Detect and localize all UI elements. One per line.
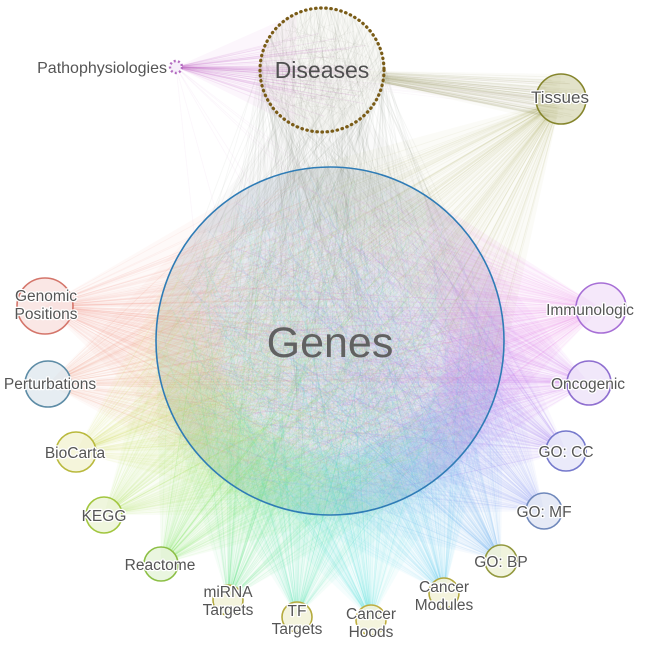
- edge-bundle-reactome: [161, 173, 494, 560]
- label-biocarta: BioCarta: [45, 445, 106, 462]
- edge-bundle-perturbations: [64, 176, 482, 509]
- haze-wedge: [333, 304, 544, 515]
- haze-wedge: [104, 296, 330, 515]
- node-tissues[interactable]: [535, 73, 587, 125]
- edge-bundle-mirna_targets: [162, 177, 487, 593]
- label-mirna_targets: miRNA: [203, 584, 253, 601]
- label-genes: Genes: [267, 319, 394, 367]
- edge-bundle-tissues: [169, 106, 556, 498]
- node-diseases[interactable]: [258, 6, 386, 134]
- edge-bundle-immunologic: [162, 185, 584, 496]
- label-layer: Genes Diseases PathophysiologiesTissuesGen…: [3, 57, 636, 642]
- haze-wedge: [163, 392, 417, 600]
- label-cancer_hoods: Cancer: [346, 606, 396, 623]
- edge-bundle-pathophysiologies: [176, 70, 452, 496]
- haze-wedge: [423, 194, 601, 461]
- label-reactome: Reactome: [125, 557, 196, 574]
- node-tf_targets[interactable]: [281, 601, 313, 633]
- haze-wedge: [182, 433, 452, 617]
- node-cancer_hoods[interactable]: [355, 604, 387, 636]
- label-genomic_positions: Genomic: [15, 288, 77, 305]
- node-go_bp[interactable]: [484, 544, 518, 578]
- edge-bundle-cancer_hoods: [170, 184, 493, 609]
- haze-wedge: [156, 344, 374, 564]
- haze-wedge: [210, 427, 482, 620]
- label-go_cc: GO: CC: [538, 444, 593, 461]
- haze-wedge: [322, 70, 562, 124]
- label-mirna_targets: Targets: [203, 602, 254, 619]
- node-layer: [16, 6, 627, 636]
- haze-wedge: [45, 190, 243, 466]
- edge-bundle-go_cc: [177, 184, 557, 502]
- label-oncogenic: Oncogenic: [551, 376, 625, 393]
- label-cancer_modules: Modules: [415, 597, 474, 614]
- label-perturbations: Perturbations: [4, 376, 96, 393]
- edge-bundle-go_mf: [179, 186, 540, 511]
- edge-bundle-biocarta: [85, 200, 498, 505]
- node-biocarta[interactable]: [55, 431, 97, 473]
- label-cancer_hoods: Hoods: [349, 624, 394, 641]
- label-go_bp: GO: BP: [474, 554, 527, 571]
- node-genes[interactable]: [155, 166, 505, 516]
- node-go_cc[interactable]: [545, 430, 587, 472]
- genes-circle-fill: [156, 167, 504, 515]
- edge-bundle-oncogenic: [175, 186, 575, 509]
- node-reactome[interactable]: [143, 546, 179, 582]
- label-tf_targets: Targets: [272, 621, 323, 638]
- haze-wedge: [76, 260, 285, 509]
- haze-wedge: [48, 220, 246, 494]
- node-mirna_targets[interactable]: [212, 584, 244, 616]
- label-tissues: Tissues: [531, 88, 589, 107]
- haze-wedge: [289, 343, 504, 561]
- haze-layer: [45, 13, 601, 620]
- edge-bundle-cancer_modules: [166, 193, 493, 587]
- label-kegg: KEGG: [82, 508, 127, 525]
- node-genomic_positions[interactable]: [16, 277, 74, 335]
- node-cancer_modules[interactable]: [428, 577, 460, 609]
- edge-bundle-tf_targets: [161, 181, 481, 606]
- haze-wedge: [251, 385, 499, 593]
- label-go_mf: GO: MF: [516, 504, 571, 521]
- label-tf_targets: TF: [288, 603, 307, 620]
- node-oncogenic[interactable]: [566, 360, 612, 406]
- mesh-layer: [174, 12, 492, 505]
- haze-wedge: [380, 272, 566, 508]
- label-immunologic: Immunologic: [546, 302, 634, 319]
- haze-wedge: [423, 230, 589, 488]
- edge-bundle-kegg: [108, 177, 485, 515]
- node-pathophysiologies[interactable]: [168, 59, 184, 75]
- node-perturbations[interactable]: [24, 360, 72, 408]
- label-pathophysiologies: Pathophysiologies: [37, 60, 167, 77]
- node-immunologic[interactable]: [575, 282, 627, 334]
- node-kegg[interactable]: [85, 496, 123, 534]
- label-diseases: Diseases: [275, 57, 370, 83]
- label-cancer_modules: Cancer: [419, 579, 469, 596]
- edge-bundle-diseases-tissues: [382, 71, 582, 120]
- label-genomic_positions: Positions: [15, 306, 78, 323]
- edge-bundle-genomic_positions: [66, 180, 495, 499]
- edge-bundle-go_bp: [174, 175, 501, 557]
- node-go_mf[interactable]: [525, 492, 563, 530]
- edge-bundle-pathophysiologies-diseases: [181, 33, 372, 120]
